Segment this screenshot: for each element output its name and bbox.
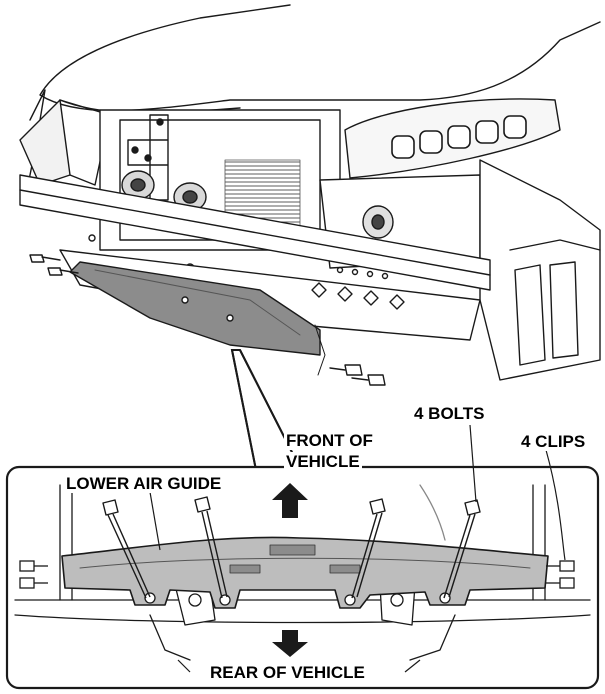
leader-4-clips — [545, 449, 566, 561]
bolts-upper-left — [29, 254, 79, 276]
label-front-of: FRONT OF — [284, 431, 375, 450]
air-guide-upper — [69, 261, 321, 356]
label-rear-of-vehicle: REAR OF VEHICLE — [208, 663, 367, 682]
headlight-leds — [391, 115, 527, 159]
clip-left-2-icon — [19, 577, 48, 589]
vehicle-front-view — [19, 4, 601, 386]
left-headlight — [19, 99, 71, 186]
bolt-3-icon — [351, 498, 386, 599]
clip-right-1-icon — [546, 560, 575, 572]
inset-bolts — [102, 496, 481, 599]
hood-outline — [39, 4, 601, 112]
label-leaders — [149, 424, 566, 673]
bolt-4-icon — [443, 499, 481, 599]
leader-rear-left — [177, 659, 191, 673]
bolt-2-icon — [194, 496, 228, 599]
detail-inset — [14, 484, 591, 661]
front-arrow-icon — [272, 483, 308, 518]
leader-rear-right — [404, 659, 421, 673]
bolts-upper-right — [329, 364, 386, 386]
label-4-bolts: 4 BOLTS — [412, 404, 487, 423]
bolt-1-icon — [102, 499, 151, 599]
label-4-clips: 4 CLIPS — [519, 432, 588, 451]
clip-right-2-icon — [546, 577, 575, 589]
leader-lower-air-guide — [149, 491, 161, 551]
hood-latch-bracket — [127, 114, 169, 201]
label-lower-air-guide: LOWER AIR GUIDE — [64, 474, 224, 493]
clip-left-1-icon — [19, 560, 48, 572]
rear-arrow-icon — [272, 630, 308, 657]
inset-clips — [19, 560, 575, 589]
lower-air-guide-panel — [61, 536, 549, 609]
label-vehicle: VEHICLE — [284, 452, 362, 471]
leader-4-bolts — [469, 424, 477, 503]
bumper-diamond-holes — [311, 282, 405, 310]
